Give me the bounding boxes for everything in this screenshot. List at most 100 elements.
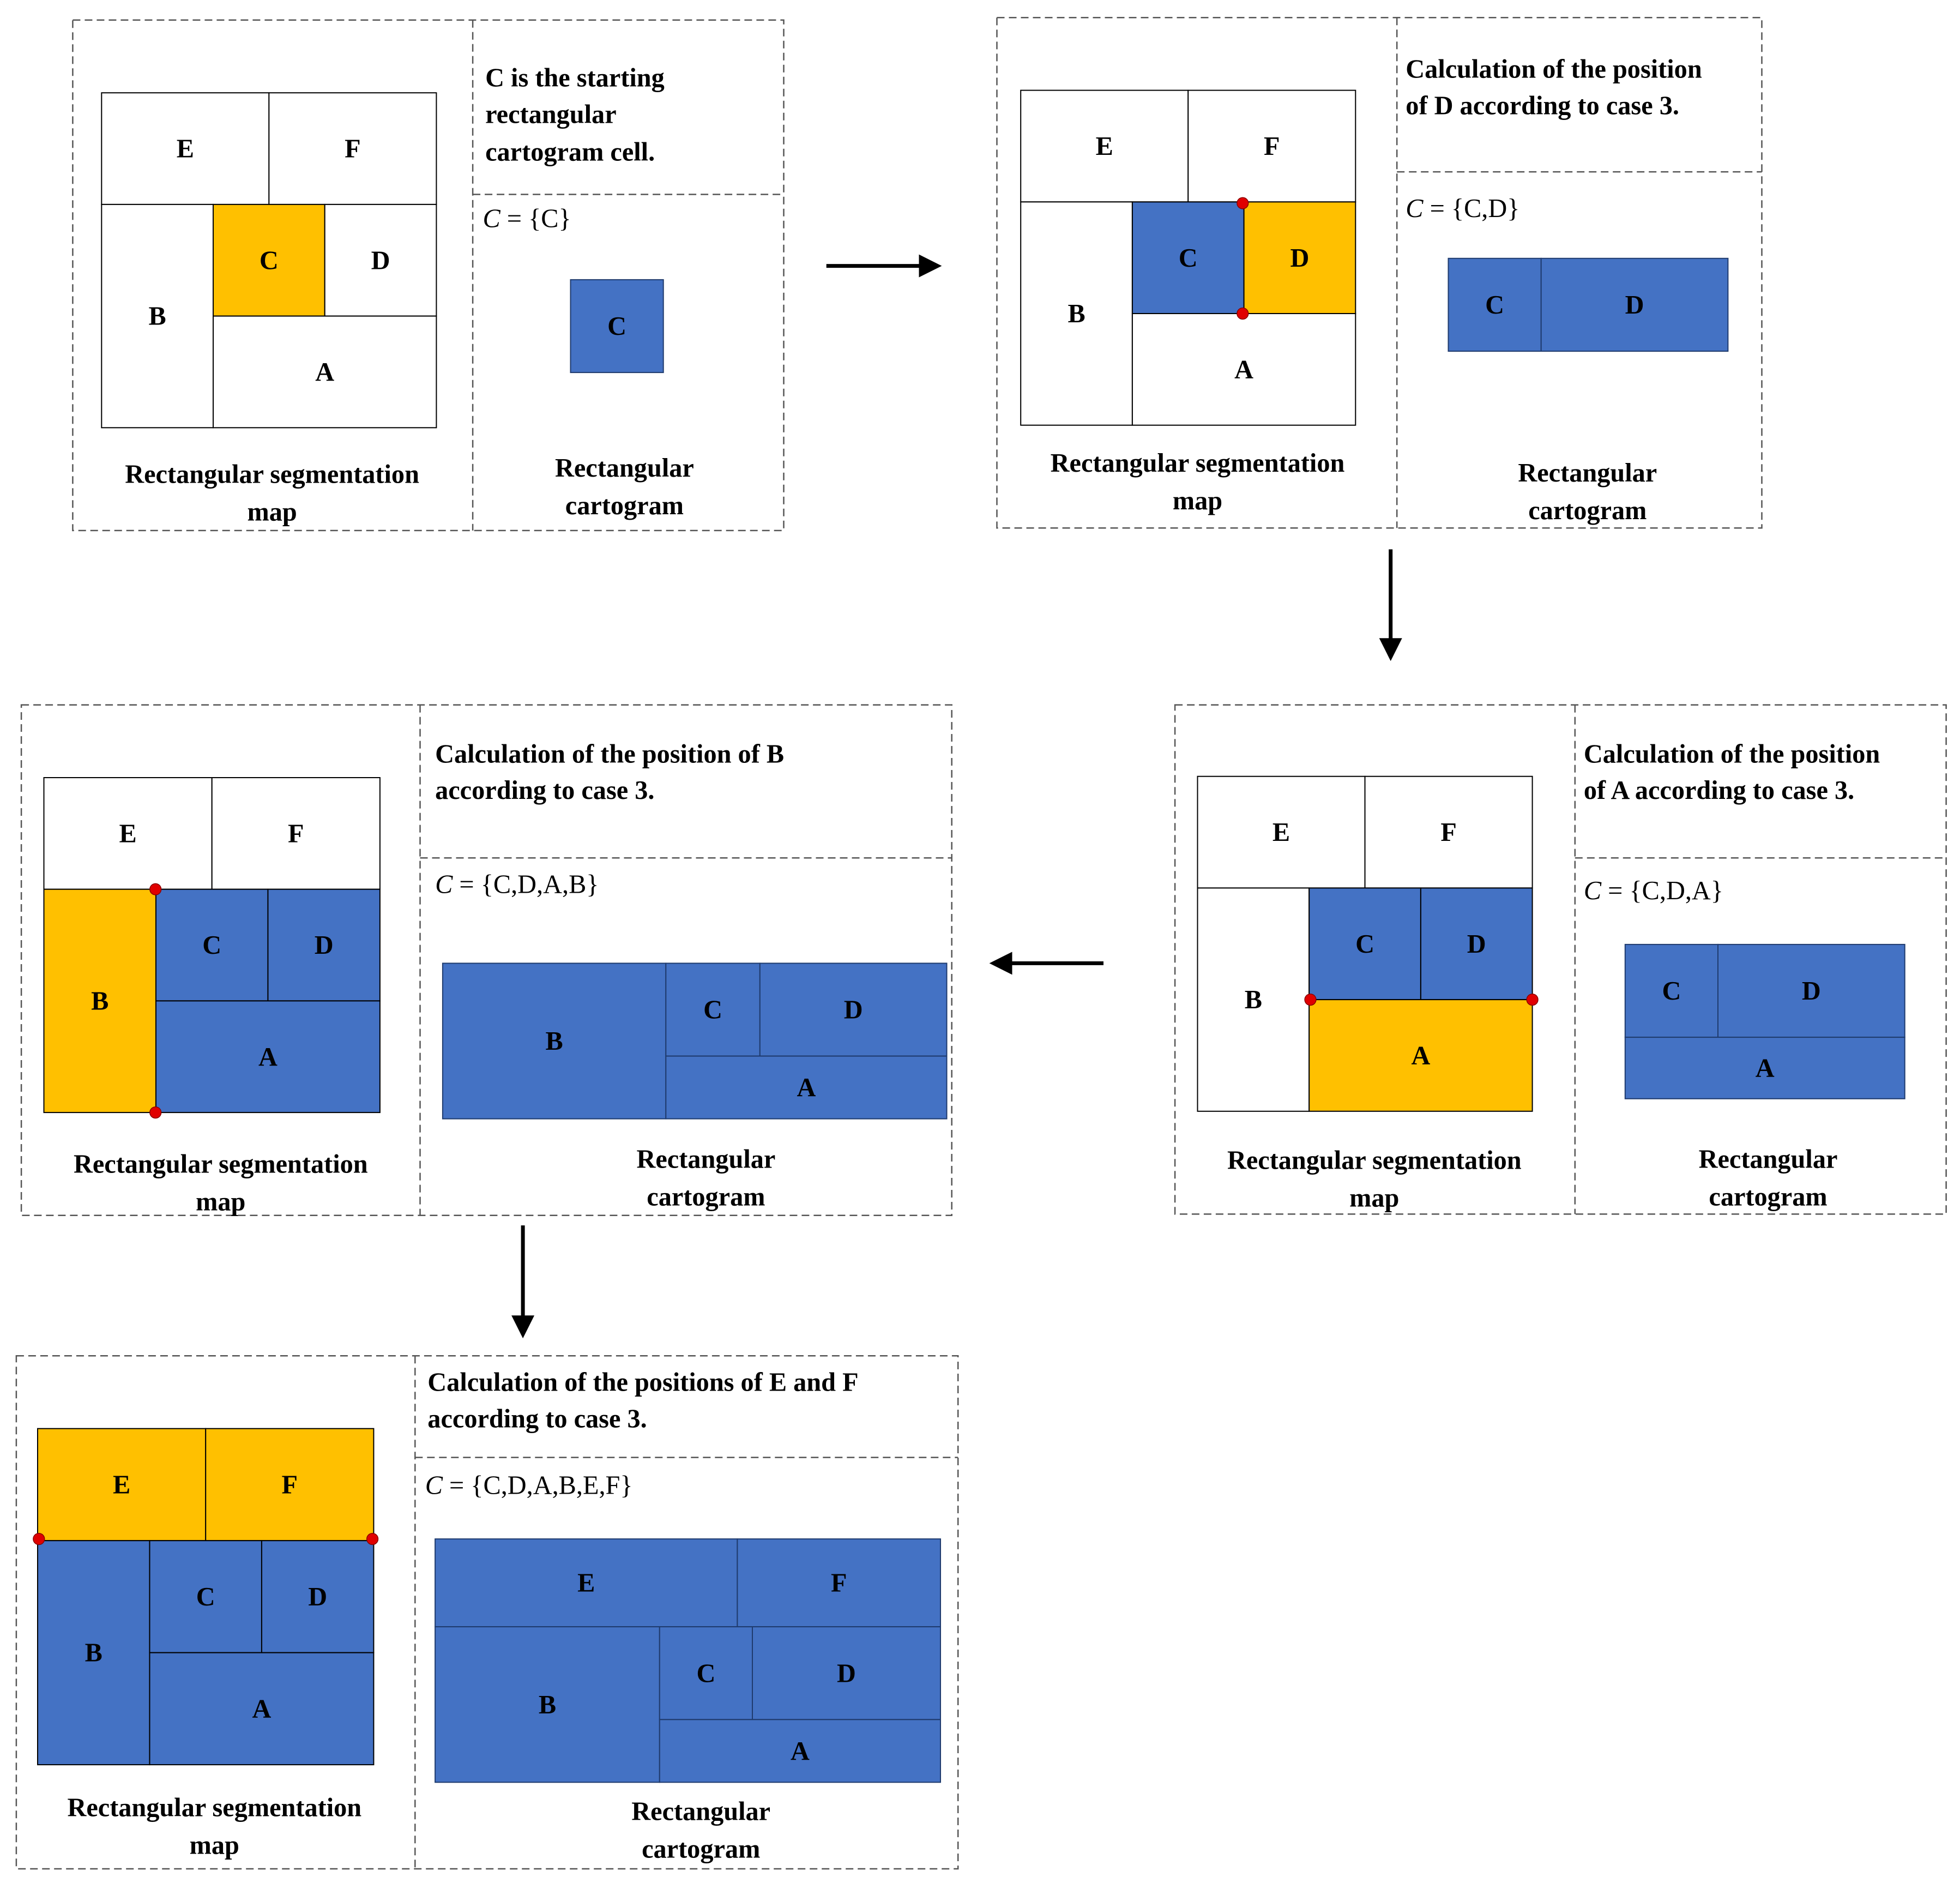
cartogram-cell-label-a: A: [1756, 1054, 1775, 1083]
cartogram-cell-c: [1448, 257, 1542, 352]
cartogram-cell-label-c: C: [1662, 977, 1681, 1006]
map-cell-label-b: B: [1068, 299, 1085, 328]
set-symbol: C: [483, 204, 501, 233]
cartogram-cell-c: [1624, 943, 1719, 1038]
map-cell-label-f: F: [282, 1471, 298, 1500]
cartogram-cell-label-d: D: [1802, 977, 1821, 1006]
map-cell-b: [101, 203, 214, 429]
panel-frame: [15, 1355, 959, 1870]
step-description-line: C is the starting: [485, 64, 665, 93]
cartogram: C D A: [1624, 943, 1905, 1099]
set-members: = {C,D,A,B,E,F}: [443, 1471, 633, 1500]
set-members: = {C,D,A}: [1601, 876, 1723, 905]
segmentation-map-caption: map: [1349, 1184, 1399, 1213]
map-cell-b: [37, 1540, 150, 1766]
set-members: = {C,D}: [1424, 194, 1520, 223]
step-description-line: cartogram cell.: [485, 137, 655, 166]
segmentation-map-caption: Rectangular segmentation: [67, 1793, 361, 1822]
cartogram-caption: cartogram: [642, 1834, 760, 1863]
segmentation-map-caption: Rectangular segmentation: [74, 1150, 368, 1179]
map-cell-e: [1020, 89, 1189, 203]
map-cell-c: [1308, 887, 1421, 1001]
map-cell-label-c: C: [260, 246, 279, 275]
set-symbol: C: [435, 870, 453, 899]
map-cell-label-f: F: [345, 135, 361, 164]
segmentation-map-caption: Rectangular segmentation: [1051, 449, 1345, 478]
corner-marker: [1237, 307, 1249, 320]
cartogram-cell-c: [570, 279, 664, 374]
map-cell-a: [149, 1652, 375, 1766]
set-members: = {C}: [500, 204, 571, 233]
map-cell-label-c: C: [1355, 930, 1374, 959]
map-cell-c: [213, 203, 325, 317]
segmentation-map-caption: Rectangular segmentation: [125, 460, 419, 489]
map-cell-c: [155, 888, 269, 1002]
map-cell-label-d: D: [308, 1583, 327, 1611]
cartogram-caption: cartogram: [647, 1182, 765, 1211]
corner-marker: [149, 1106, 162, 1119]
cartogram-caption: cartogram: [1528, 496, 1647, 525]
corner-marker: [1237, 197, 1249, 209]
cartogram-cell-e: [435, 1538, 738, 1628]
map-cell-label-d: D: [315, 931, 334, 960]
map-cell-c: [149, 1540, 262, 1653]
map-cell-label-a: A: [258, 1043, 278, 1072]
set-members: = {C,D,A,B}: [453, 870, 599, 899]
step-description-line: according to case 3.: [427, 1404, 647, 1433]
cartogram-caption: Rectangular: [555, 454, 694, 483]
corner-marker: [1304, 994, 1317, 1006]
cartogram-cell-label-c: C: [696, 1659, 715, 1688]
cartogram-caption: Rectangular: [1699, 1145, 1838, 1174]
map-cell-b: [1020, 201, 1133, 426]
map-cell-a: [213, 315, 437, 429]
map-cell-e: [101, 92, 270, 205]
cartogram-cell-a: [1624, 1037, 1905, 1099]
cartogram-cell-label-a: A: [797, 1073, 816, 1102]
cartogram-cell-label-d: D: [837, 1659, 856, 1688]
step-description-line: Calculation of the positions of E and F: [427, 1368, 858, 1397]
cartogram-set: C = {C}: [483, 204, 571, 233]
map-cell-label-f: F: [288, 819, 304, 848]
map-cell-c: [1131, 201, 1245, 314]
map-cell-label-c: C: [1179, 244, 1198, 273]
cartogram-cell-b: [435, 1626, 660, 1783]
map-cell-d: [324, 203, 437, 317]
cartogram-caption: Rectangular: [1518, 459, 1657, 488]
step-description-line: of D according to case 3.: [1406, 91, 1679, 120]
cartogram-cell-label-d: D: [1625, 291, 1644, 320]
step-description-line: Calculation of the position of B: [435, 739, 784, 768]
cartogram-set: C = {C,D,A}: [1584, 876, 1723, 905]
map-cell-d: [1243, 201, 1356, 314]
corner-marker: [149, 883, 162, 895]
cartogram-cell-label-c: C: [1485, 291, 1504, 320]
cartogram-cell-label-e: E: [577, 1569, 595, 1598]
map-cell-label-d: D: [371, 246, 390, 275]
map-cell-e: [43, 777, 213, 890]
cartogram-cell-label-c: C: [703, 996, 722, 1025]
cartogram-cell-label-b: B: [539, 1691, 556, 1719]
map-cell-label-a: A: [1411, 1042, 1430, 1070]
map-cell-label-f: F: [1440, 818, 1457, 847]
map-cell-label-e: E: [119, 819, 136, 848]
cartogram-caption: cartogram: [1709, 1182, 1827, 1211]
set-symbol: C: [1406, 194, 1424, 223]
corner-marker: [1526, 994, 1539, 1006]
cartogram-cell-label-b: B: [545, 1027, 563, 1056]
cartogram: B C D A: [442, 962, 948, 1120]
corner-marker: [33, 1533, 45, 1545]
map-cell-label-b: B: [1245, 985, 1262, 1014]
corner-marker: [366, 1533, 379, 1545]
map-cell-label-b: B: [85, 1639, 102, 1668]
map-cell-e: [37, 1428, 207, 1542]
map-cell-a: [1308, 999, 1533, 1112]
cartogram-cell-label-d: D: [844, 996, 863, 1025]
map-cell-f: [211, 777, 381, 890]
map-cell-label-c: C: [196, 1583, 215, 1611]
